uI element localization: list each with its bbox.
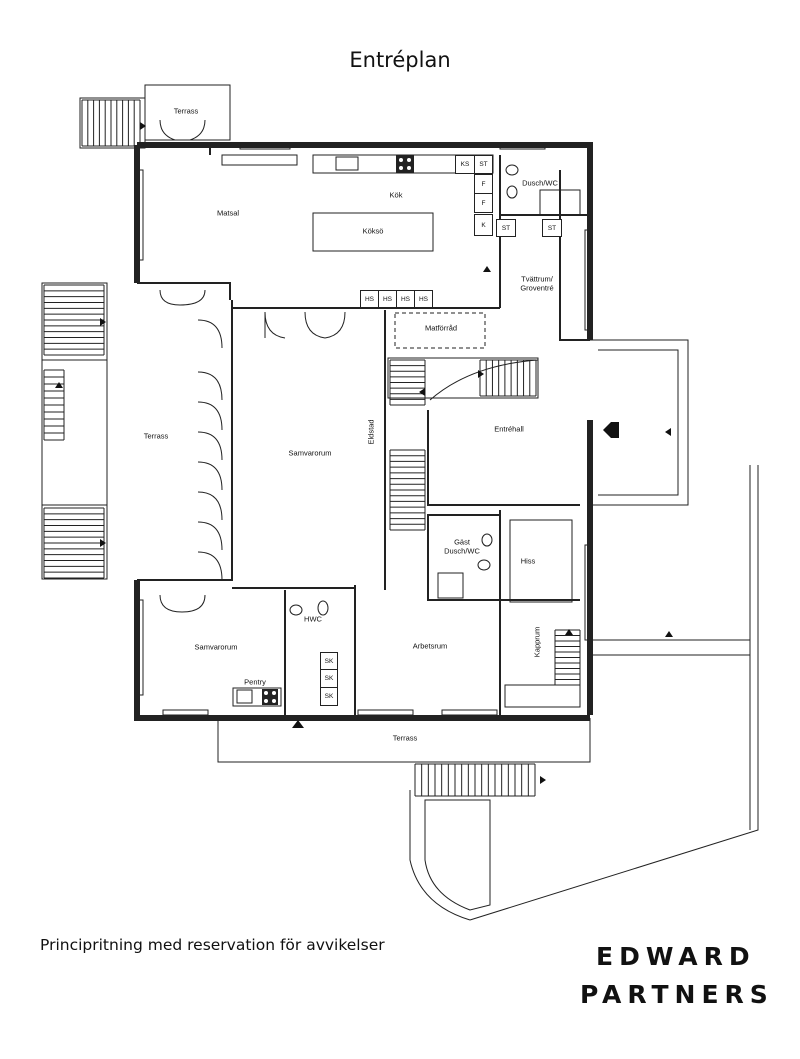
page-title: Entréplan: [349, 48, 451, 72]
fixture-ks: KS: [455, 155, 475, 174]
room-eldstad: Eldstad: [366, 419, 376, 445]
windows: [137, 144, 591, 716]
room-kok: Kök: [389, 190, 403, 200]
room-kapprum: Kapprum: [532, 626, 542, 658]
room-tvattrum: Tvättrum/ Groventré: [520, 274, 554, 292]
pantry-outline: [394, 312, 486, 349]
entrance-porch: [590, 339, 689, 506]
room-terrass-bottom: Terrass: [392, 733, 418, 743]
room-matforrad: Matförråd: [424, 323, 458, 333]
brand-logo-line-2: PARTNERS: [580, 980, 774, 1009]
terrace-left-structure: [41, 282, 108, 580]
kapprum-lower-stair: [504, 684, 581, 708]
room-terrass-left: Terrass: [143, 431, 169, 441]
bathroom-fixtures: [289, 164, 581, 616]
room-kokso: Köksö: [362, 226, 384, 236]
fixture-hs-3: HS: [396, 290, 415, 308]
room-pentry: Pentry: [244, 677, 266, 687]
room-samvarorum-lower: Samvarorum: [194, 642, 238, 652]
room-terrass-top: Terrass: [173, 106, 199, 116]
samvarorum-doors-top: [264, 311, 346, 339]
terrace-doors: [197, 319, 223, 581]
elevator-shaft: [509, 519, 573, 603]
brand-logo-line-1: EDWARD: [596, 942, 756, 971]
terrace-bottom-structure: [217, 465, 759, 921]
fixture-hs-2: HS: [378, 290, 397, 308]
entry-stairs: [387, 357, 539, 401]
room-samvarorum-main: Samvarorum: [288, 448, 332, 458]
terrace-top-structure: [79, 84, 231, 149]
fixture-st-2: ST: [496, 219, 516, 237]
room-dusch-wc-top: Dusch/WC: [522, 178, 558, 188]
disclaimer-text: Principritning med reservation för avvik…: [40, 936, 385, 954]
fixture-hs-1: HS: [360, 290, 379, 308]
fixture-sk-3: SK: [320, 687, 338, 706]
fixture-f-2: F: [474, 193, 493, 213]
room-hwc: HWC: [304, 614, 322, 624]
pentry-counter: [232, 687, 282, 707]
direction-arrows: [55, 122, 673, 784]
room-hiss: Hiss: [520, 556, 536, 566]
fixture-sk-1: SK: [320, 652, 338, 670]
room-matsal: Matsal: [216, 208, 240, 218]
room-gast-dusch: Gäst Dusch/WC: [444, 537, 480, 555]
fixture-f-1: F: [474, 174, 493, 194]
kitchen-appliances: [236, 155, 414, 705]
fixture-st-3: ST: [542, 219, 562, 237]
eldstad-stairs: [389, 359, 426, 531]
fixture-st-1: ST: [474, 155, 493, 174]
kapprum-stairs: [554, 629, 581, 686]
fixture-hs-4: HS: [414, 290, 433, 308]
matsal-doors: [159, 119, 206, 613]
fixture-k: K: [474, 214, 493, 236]
room-arbetsrum: Arbetsrum: [412, 641, 448, 651]
room-entrehall: Entréhall: [494, 424, 524, 434]
fixture-sk-2: SK: [320, 669, 338, 688]
